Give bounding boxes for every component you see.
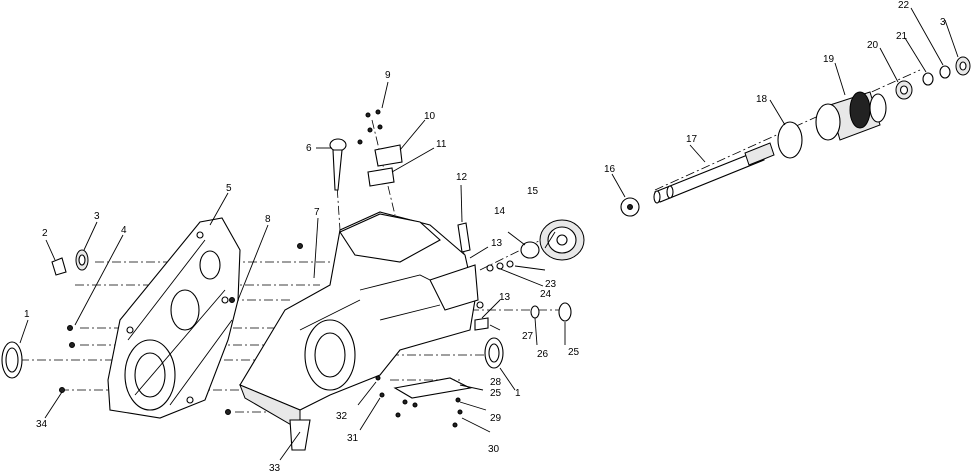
callout-28: 28	[490, 377, 502, 388]
callout-17: 17	[686, 134, 698, 145]
callout-4: 4	[121, 225, 127, 236]
callout-19: 19	[823, 54, 835, 65]
main-housing	[239, 211, 479, 451]
callout-16: 16	[604, 164, 616, 175]
callout-20: 20	[867, 40, 879, 51]
callout-3-right: 3	[940, 17, 946, 28]
callout-25-right: 25	[568, 347, 580, 358]
pins	[457, 222, 514, 272]
callout-24: 24	[540, 289, 552, 300]
callout-33: 33	[269, 463, 281, 473]
callout-18: 18	[756, 94, 768, 105]
callout-9: 9	[385, 70, 391, 81]
callout-29: 29	[490, 413, 502, 424]
gear-15	[520, 219, 585, 261]
callout-1-right: 1	[515, 388, 521, 399]
callout-13-lower: 13	[499, 292, 511, 303]
callout-2: 2	[42, 228, 48, 239]
callout-11: 11	[436, 139, 447, 150]
callout-31: 31	[347, 433, 359, 444]
callout-27: 27	[522, 331, 534, 342]
right-washers	[895, 56, 971, 100]
callout-12: 12	[456, 172, 468, 183]
shaft	[620, 142, 775, 217]
callout-10: 10	[424, 111, 436, 122]
callout-labels: 1 2 3 4 5 6 7 8 9 10 11 12 13 13 14 15 1…	[24, 0, 946, 473]
dipstick	[329, 138, 347, 191]
callout-30: 30	[488, 444, 500, 455]
callout-7: 7	[314, 207, 320, 218]
callout-1-left: 1	[24, 309, 30, 320]
callout-22: 22	[898, 0, 910, 11]
callout-8: 8	[265, 214, 271, 225]
callout-32: 32	[336, 411, 348, 422]
bolts	[59, 109, 463, 428]
callout-5: 5	[226, 183, 232, 194]
callout-13-upper: 13	[491, 238, 503, 249]
left-seals	[1, 249, 89, 379]
callout-23: 23	[545, 279, 557, 290]
callout-21: 21	[896, 31, 908, 42]
clutch-drum	[777, 91, 887, 159]
callout-6: 6	[306, 143, 312, 154]
callout-34: 34	[36, 419, 48, 430]
right-seals	[474, 301, 572, 369]
callout-3-left: 3	[94, 211, 100, 222]
cover-plate	[393, 377, 472, 399]
callout-15: 15	[527, 186, 539, 197]
callout-26: 26	[537, 349, 549, 360]
bracket	[367, 144, 403, 187]
callout-25-lower: 25	[490, 388, 502, 399]
callout-14: 14	[494, 206, 506, 217]
leader-lines	[19, 7, 959, 461]
side-cover	[107, 217, 241, 419]
